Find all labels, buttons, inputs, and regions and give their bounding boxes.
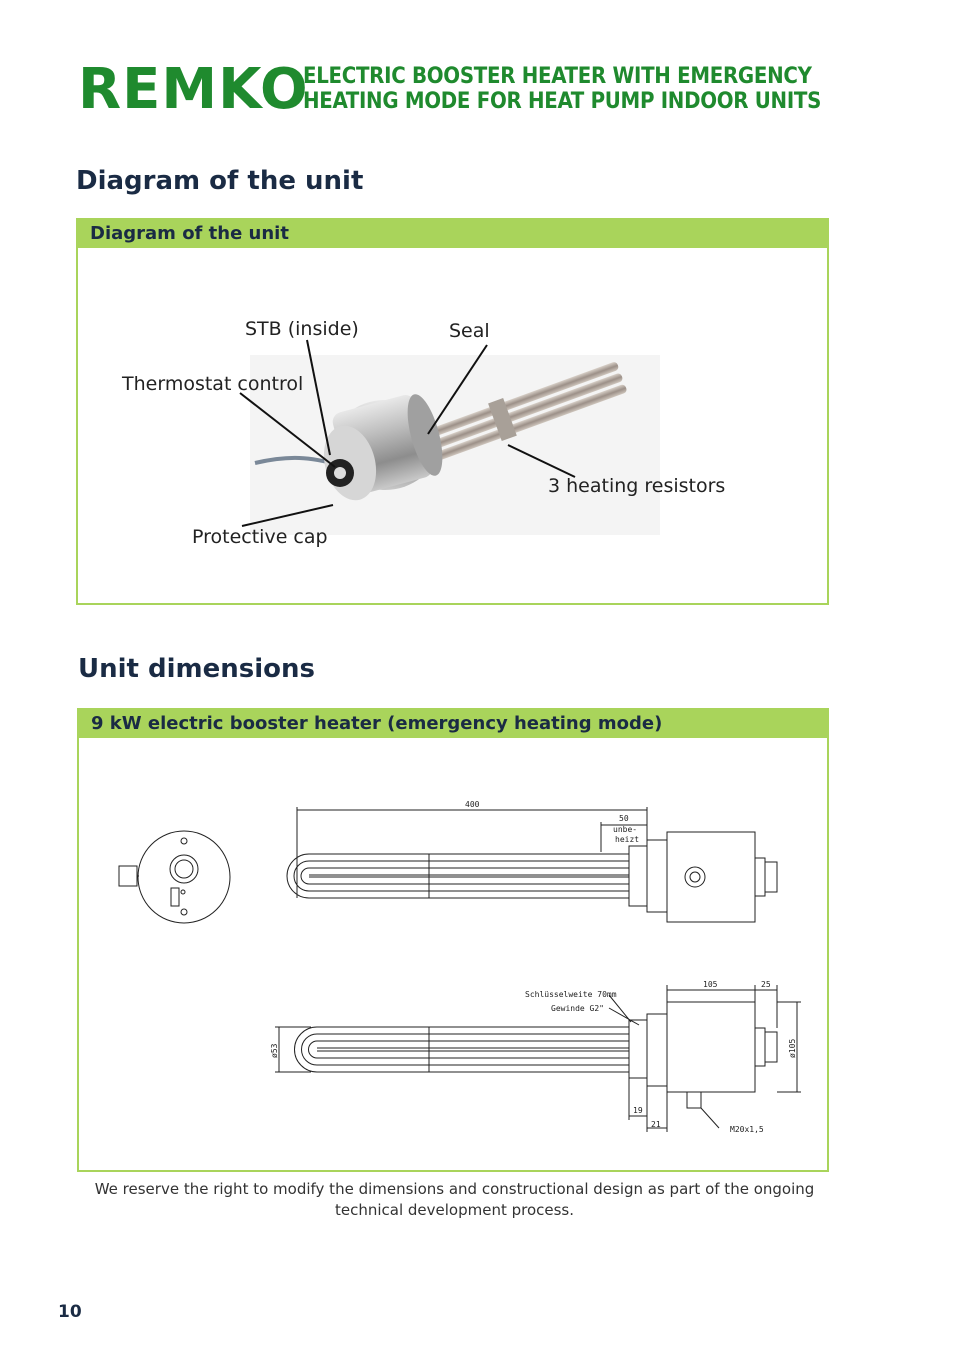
title-line-1: ELECTRIC BOOSTER HEATER WITH EMERGENCY xyxy=(303,64,812,89)
label-stb: STB (inside) xyxy=(245,318,359,340)
dimensions-panel: 9 kW electric booster heater (emergency … xyxy=(77,708,829,1172)
section-heading-dimensions: Unit dimensions xyxy=(78,654,316,684)
dim-19: 19 xyxy=(633,1106,643,1115)
diagram-panel-title: Diagram of the unit xyxy=(78,220,827,248)
disclaimer-line-1: We reserve the right to modify the dimen… xyxy=(94,1180,815,1198)
dimension-labels: 400 50 unbe- heizt Schlüsselweite 70mm G… xyxy=(270,800,797,1134)
front-view xyxy=(118,830,231,924)
section-heading-diagram: Diagram of the unit xyxy=(76,166,364,196)
dim-50: 50 xyxy=(619,814,629,823)
technical-drawing: 400 50 unbe- heizt Schlüsselweite 70mm G… xyxy=(118,800,801,1134)
dim-dia-53: ø53 xyxy=(270,1043,279,1058)
dim-105: 105 xyxy=(703,980,718,989)
dimensions-panel-title: 9 kW electric booster heater (emergency … xyxy=(79,710,827,738)
label-cable-gland: M20x1,5 xyxy=(730,1125,764,1134)
leader-lines xyxy=(239,339,576,527)
label-thermostat: Thermostat control xyxy=(122,373,304,395)
disclaimer-line-2: technical development process. xyxy=(334,1201,575,1219)
label-key-width: Schlüsselweite 70mm xyxy=(525,990,617,999)
side-view-bottom xyxy=(275,985,801,1132)
page-number: 10 xyxy=(58,1302,82,1322)
label-seal: Seal xyxy=(449,320,490,342)
label-unheated-1: unbe- xyxy=(613,825,637,834)
dim-dia-105: ø105 xyxy=(788,1039,797,1058)
label-thread: Gewinde G2" xyxy=(551,1004,604,1013)
disclaimer-note: We reserve the right to modify the dimen… xyxy=(77,1179,832,1221)
label-protective-cap: Protective cap xyxy=(192,526,328,548)
label-unheated-2: heizt xyxy=(615,835,639,844)
side-view-top xyxy=(286,807,778,923)
label-heating-resistors: 3 heating resistors xyxy=(548,475,726,497)
document-title: ELECTRIC BOOSTER HEATER WITH EMERGENCY H… xyxy=(303,64,821,114)
heater-photo xyxy=(250,355,660,535)
dim-25: 25 xyxy=(761,980,771,989)
dim-400: 400 xyxy=(465,800,480,809)
dim-21: 21 xyxy=(651,1120,661,1129)
remko-logo: REMKO xyxy=(78,57,309,122)
title-line-2: HEATING MODE FOR HEAT PUMP INDOOR UNITS xyxy=(303,89,822,114)
